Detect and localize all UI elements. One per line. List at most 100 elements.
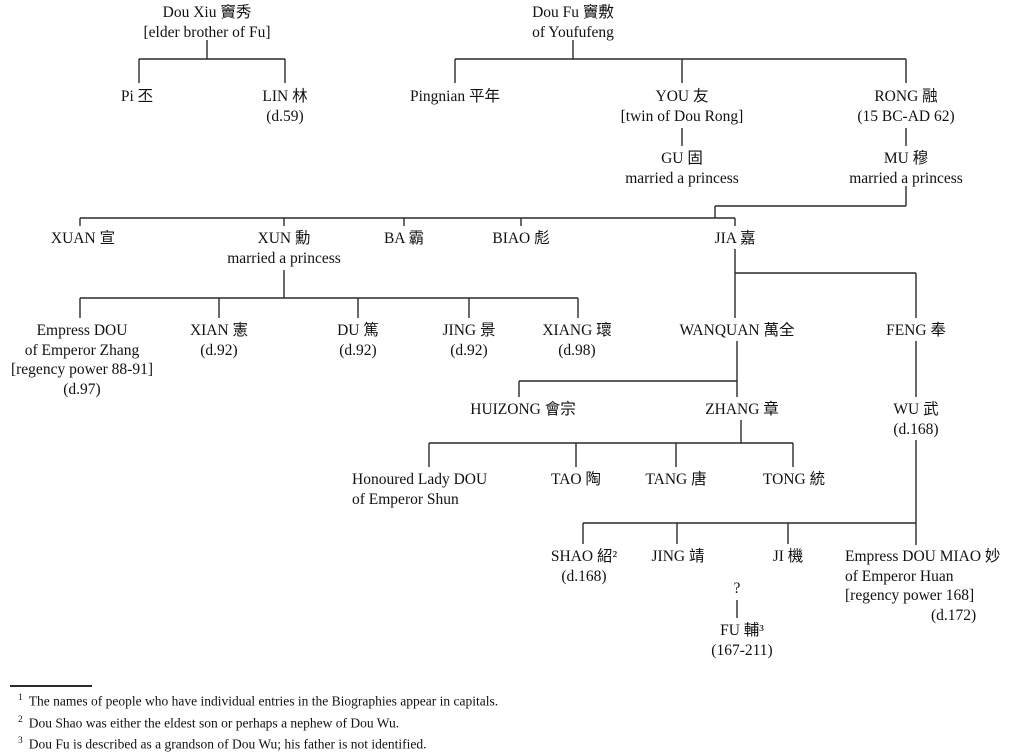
node-line: MU 穆 (883, 150, 929, 167)
node-line: WU 武 (893, 401, 939, 418)
node-gu: GU 固 married a princess (625, 149, 739, 188)
node-line: XUN 勳 (257, 230, 311, 247)
node-line: married a princess (625, 169, 739, 187)
footnote-marker: 3 (18, 736, 23, 746)
node-line: JI 機 (772, 548, 804, 565)
node-line: (d.59) (266, 107, 304, 125)
node-line: (d.168) (893, 420, 939, 438)
node-zhang: ZHANG 章 (705, 400, 779, 420)
node-line: JING 景 (442, 322, 496, 339)
node-tang: TANG 唐 (645, 470, 706, 490)
node-line: TAO 陶 (551, 471, 601, 488)
node-line: of Emperor Shun (352, 490, 459, 508)
node-empress-dou: Empress DOU of Emperor Zhang [regency po… (11, 321, 153, 399)
node-jing-jlocation: JING 靖 (652, 547, 705, 567)
node-line: married a princess (849, 169, 963, 187)
node-honoured-lady-dou: Honoured Lady DOU of Emperor Shun (352, 470, 487, 509)
node-mu: MU 穆 married a princess (849, 149, 963, 188)
footnote-text: Dou Shao was either the eldest son or pe… (28, 715, 400, 730)
node-ji: JI 機 (773, 547, 804, 567)
node-du: DU 篤 (d.92) (337, 321, 379, 360)
node-line: BIAO 彪 (492, 230, 550, 247)
node-line: (d.92) (450, 341, 488, 359)
node-ba: BA 霸 (384, 229, 424, 249)
node-xian: XIAN 憲 (d.92) (190, 321, 248, 360)
node-pi: Pi 丕 (121, 87, 153, 107)
node-line: [elder brother of Fu] (143, 23, 271, 41)
footnote-marker: 1 (18, 693, 23, 703)
node-line: XIANG 瓌 (542, 322, 612, 339)
node-line: ZHANG 章 (705, 401, 779, 418)
node-line: Honoured Lady DOU (352, 471, 488, 488)
node-line: YOU 友 (655, 88, 709, 105)
node-lin: LIN 林 (d.59) (262, 87, 307, 126)
node-line: JING 靖 (651, 548, 705, 565)
node-pingnian: Pingnian 平年 (410, 87, 500, 107)
node-feng: FENG 奉 (886, 321, 946, 341)
node-line: XUAN 宣 (50, 230, 116, 247)
node-line: TONG 統 (762, 471, 826, 488)
footnotes: 1 The names of people who have individual… (18, 689, 498, 754)
node-unknown-parent: ? (734, 579, 741, 599)
node-line: LIN 林 (262, 88, 308, 105)
footnote-marker: 2 (18, 714, 23, 725)
node-wanquan: WANQUAN 萬全 (680, 321, 795, 341)
node-line: of Youfufeng (532, 23, 614, 41)
footnote-3: 3 Dou Fu is described as a grandson of Do… (18, 732, 498, 754)
node-tong: TONG 統 (763, 470, 825, 490)
node-wu: WU 武 (d.168) (893, 400, 938, 439)
node-rong: RONG 融 (15 BC-AD 62) (857, 87, 954, 126)
node-line: married a princess (227, 249, 341, 267)
node-line: [regency power 168] (845, 587, 975, 604)
node-line: (167-211) (711, 641, 773, 659)
footnote-text: The names of people who have individual … (28, 693, 499, 709)
node-fu: FU 輔³ (167-211) (711, 621, 772, 660)
node-xiang: XIANG 瓌 (d.98) (542, 321, 611, 360)
node-jia: JIA 嘉 (715, 229, 756, 249)
node-line: WANQUAN 萬全 (679, 322, 795, 339)
node-biao: BIAO 彪 (492, 229, 549, 249)
node-line: of Emperor Zhang (24, 341, 140, 359)
node-line: FU 輔³ (720, 622, 764, 639)
footnote-text: Dou Fu is described as a grandson of Dou… (28, 736, 427, 752)
node-xuan: XUAN 宣 (51, 229, 115, 249)
node-line: (d.92) (200, 341, 238, 359)
node-line: TANG 唐 (645, 471, 707, 488)
node-line: Empress DOU MIAO 妙 (845, 548, 1001, 565)
node-line: BA 霸 (383, 230, 425, 247)
node-line: Pingnian 平年 (410, 88, 500, 105)
node-shao: SHAO 紹² (d.168) (551, 547, 617, 586)
node-line: GU 固 (661, 150, 703, 167)
node-line: (d.92) (339, 341, 377, 359)
footnote-1: 1 The names of people who have individual… (18, 689, 498, 711)
node-line: XIAN 憲 (189, 322, 249, 339)
node-you: YOU 友 [twin of Dou Rong] (621, 87, 744, 126)
node-dou-fu-top: Dou Fu 竇敷 of Youfufeng (532, 3, 614, 42)
node-line: (d.98) (558, 341, 596, 359)
node-line: HUIZONG 會宗 (470, 401, 576, 418)
node-line: (d.172) (931, 606, 977, 624)
node-jing-jing: JING 景 (d.92) (443, 321, 496, 360)
node-xun: XUN 勳 married a princess (227, 229, 341, 268)
node-line: DU 篤 (337, 322, 379, 339)
node-line: of Emperor Huan (845, 567, 954, 585)
node-empress-dou-miao: Empress DOU MIAO 妙 of Emperor Huan [rege… (845, 547, 1000, 625)
node-line: (d.168) (561, 567, 607, 585)
node-line: JIA 嘉 (714, 230, 756, 247)
node-line: ? (733, 580, 741, 597)
node-line: FENG 奉 (886, 322, 946, 339)
node-line: Dou Xiu 竇秀 (162, 4, 252, 21)
node-line: Pi 丕 (120, 88, 154, 105)
node-line: Empress DOU (36, 322, 128, 339)
node-line: RONG 融 (874, 88, 938, 105)
footnote-2: 2 Dou Shao was either the eldest son or p… (18, 711, 498, 733)
node-line: Dou Fu 竇敷 (532, 4, 614, 21)
node-line: [twin of Dou Rong] (620, 107, 744, 125)
node-line: [regency power 88-91] (10, 361, 154, 378)
node-dou-xiu: Dou Xiu 竇秀 [elder brother of Fu] (144, 3, 271, 42)
node-line: SHAO 紹² (550, 548, 618, 565)
node-line: (d.97) (63, 380, 101, 398)
node-huizong: HUIZONG 會宗 (470, 400, 575, 420)
